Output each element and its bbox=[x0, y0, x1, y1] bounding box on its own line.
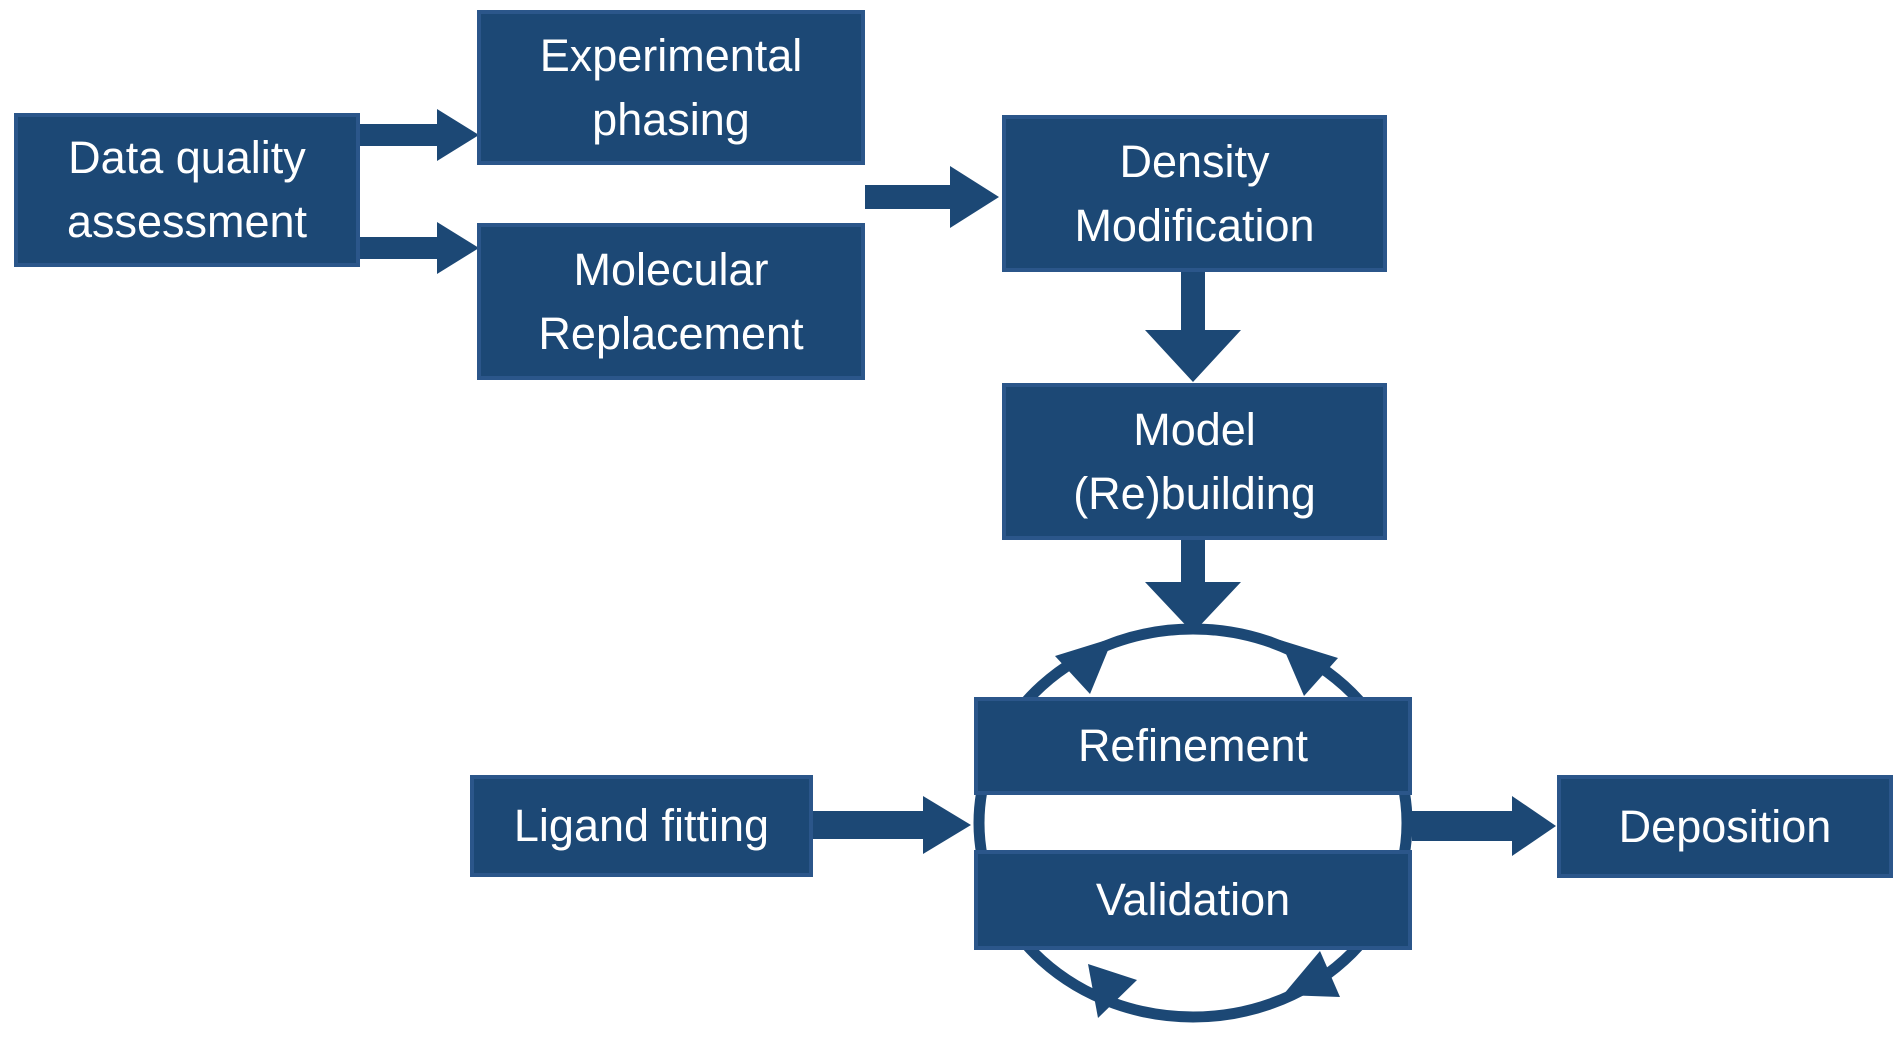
node-refinement: Refinement bbox=[974, 697, 1412, 795]
arrow-model-rebuilding-to-cycle bbox=[1145, 540, 1241, 633]
node-label: Model (Re)building bbox=[1073, 403, 1316, 519]
node-label: Experimental phasing bbox=[539, 29, 803, 145]
node-experimental-phasing: Experimental phasing bbox=[477, 10, 865, 165]
arrow-phasing-to-density-modification bbox=[865, 166, 999, 228]
node-label: Deposition bbox=[1618, 800, 1832, 852]
arrow-cycle-to-deposition bbox=[1412, 796, 1556, 856]
node-deposition: Deposition bbox=[1557, 775, 1893, 878]
cycle-arrowhead-top-left-icon bbox=[1055, 638, 1113, 694]
node-label: Refinement bbox=[1077, 720, 1309, 772]
cycle-arrowhead-bottom-left-icon bbox=[1088, 964, 1137, 1018]
node-ligand-fitting: Ligand fitting bbox=[470, 775, 813, 877]
node-model-rebuilding: Model (Re)building bbox=[1002, 383, 1387, 540]
node-label: Molecular Replacement bbox=[538, 243, 804, 359]
node-label: Validation bbox=[1095, 874, 1291, 926]
node-density-modification: Density Modification bbox=[1002, 115, 1387, 272]
node-label: Density Modification bbox=[1074, 135, 1315, 251]
arrow-ligand-fitting-to-cycle bbox=[813, 796, 971, 854]
arrow-dqa-to-experimental-phasing bbox=[360, 109, 479, 161]
node-data-quality-assessment: Data quality assessment bbox=[14, 113, 360, 267]
cycle-arrowhead-bottom-right-icon bbox=[1283, 951, 1340, 997]
node-validation: Validation bbox=[974, 850, 1412, 950]
refinement-validation-cycle-circle bbox=[973, 623, 1413, 1023]
node-label: Ligand fitting bbox=[513, 800, 770, 852]
arrow-density-to-model-rebuilding bbox=[1145, 272, 1241, 382]
cycle-arrowhead-top-right-icon bbox=[1280, 640, 1338, 696]
node-label: Data quality assessment bbox=[66, 132, 308, 247]
arrow-dqa-to-molecular-replacement bbox=[360, 222, 479, 274]
node-molecular-replacement: Molecular Replacement bbox=[477, 223, 865, 380]
